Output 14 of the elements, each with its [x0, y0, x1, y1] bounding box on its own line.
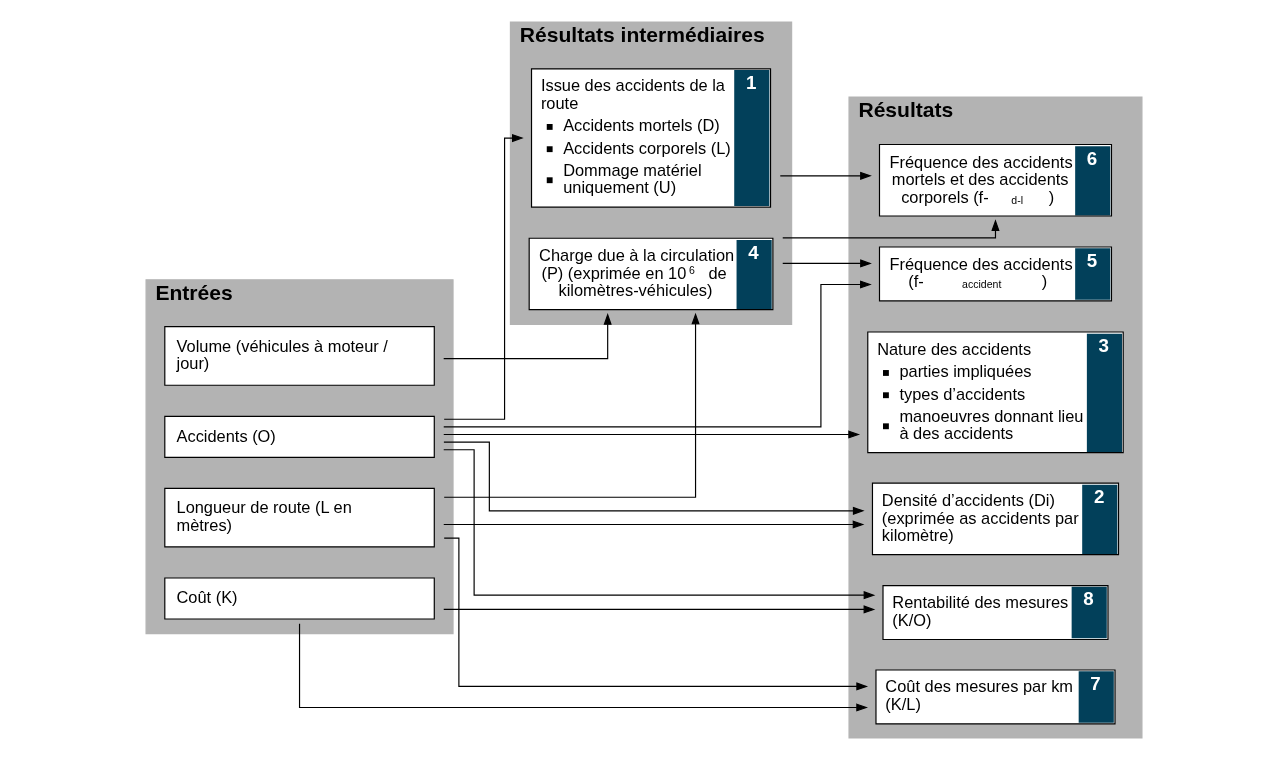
arrow [298, 623, 868, 712]
arrow [781, 219, 1000, 239]
arrow [443, 133, 524, 420]
arrow [442, 449, 875, 600]
arrow [442, 280, 872, 428]
arrow [781, 259, 872, 268]
arrow [442, 430, 860, 439]
arrow [443, 537, 868, 691]
arrow [442, 313, 612, 360]
arrow [779, 171, 872, 180]
arrow [443, 312, 700, 498]
arrow [442, 520, 864, 529]
arrow [442, 605, 875, 614]
arrow [442, 441, 865, 515]
